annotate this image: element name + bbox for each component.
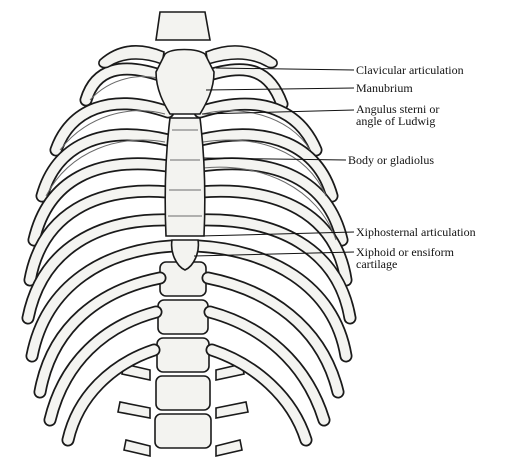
label-manubrium: Manubrium bbox=[356, 82, 413, 94]
label-body-or-gladiolus: Body or gladiolus bbox=[348, 154, 434, 166]
label-xiphoid-line2: cartilage bbox=[356, 258, 397, 270]
label-angulus-sterni-line2: angle of Ludwig bbox=[356, 115, 435, 127]
manubrium bbox=[156, 50, 214, 115]
sternal-body bbox=[165, 118, 205, 236]
label-clavicular-articulation: Clavicular articulation bbox=[356, 64, 464, 76]
label-xiphosternal-articulation: Xiphosternal articulation bbox=[356, 226, 476, 238]
